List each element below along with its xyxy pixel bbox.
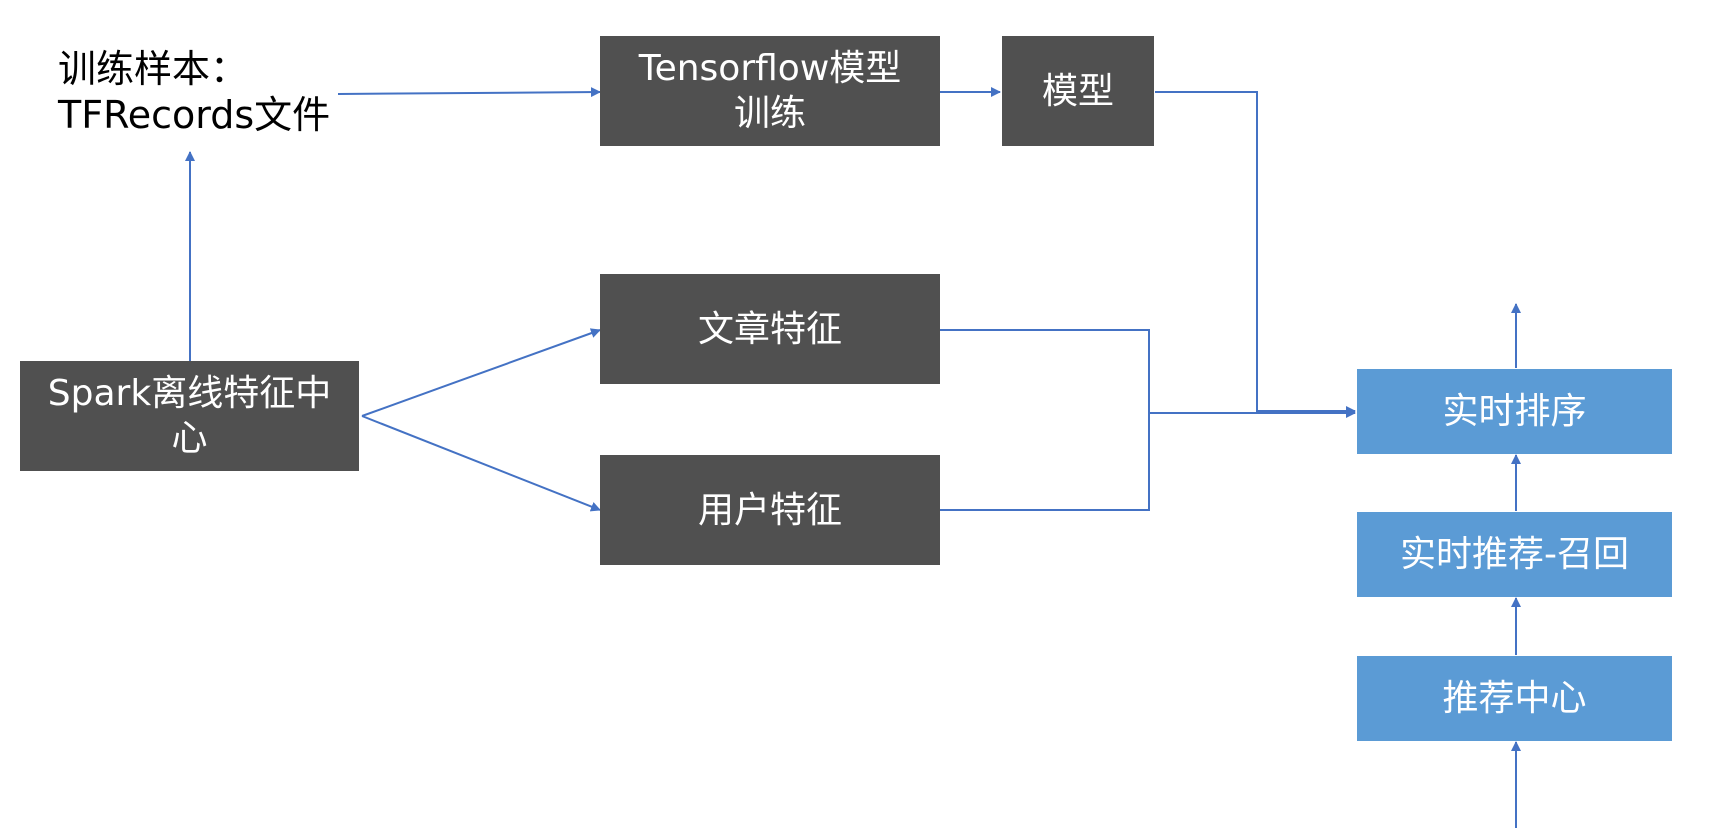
tensorflow-training-line1: Tensorflow模型: [638, 48, 902, 89]
realtime-recall-label: 实时推荐-召回: [1400, 534, 1629, 575]
connector-user-features: [940, 413, 1150, 511]
recommend-center-label: 推荐中心: [1442, 678, 1587, 719]
connector-model-to-ranking: [1155, 91, 1356, 416]
realtime-recall-box: 实时推荐-召回: [1357, 512, 1672, 597]
tensorflow-training-line2: 训练: [733, 93, 806, 134]
model-box: 模型: [1002, 36, 1154, 146]
arrow-spark-to-user: [361, 415, 601, 512]
model-label: 模型: [1041, 70, 1114, 112]
spark-offline-box: Spark离线特征中 心: [20, 361, 359, 471]
training-samples-label: 训练样本： TFRecords文件: [58, 46, 330, 139]
training-samples-line1: 训练样本：: [58, 47, 249, 91]
connector-article-features: [940, 329, 1150, 413]
tensorflow-training-box: Tensorflow模型 训练: [600, 36, 940, 146]
arrow-samples-to-training: [337, 87, 601, 98]
user-features-box: 用户特征: [600, 455, 940, 565]
spark-offline-line2: 心: [171, 418, 208, 459]
spark-offline-line1: Spark离线特征中: [47, 373, 332, 414]
user-features-label: 用户特征: [697, 489, 842, 531]
realtime-ranking-box: 实时排序: [1357, 369, 1672, 454]
training-samples-line2: TFRecords文件: [58, 93, 331, 138]
arrow-spark-to-article: [361, 328, 601, 417]
article-features-label: 文章特征: [697, 308, 842, 350]
recommend-center-box: 推荐中心: [1357, 656, 1672, 741]
realtime-ranking-label: 实时排序: [1442, 391, 1587, 432]
article-features-box: 文章特征: [600, 274, 940, 384]
